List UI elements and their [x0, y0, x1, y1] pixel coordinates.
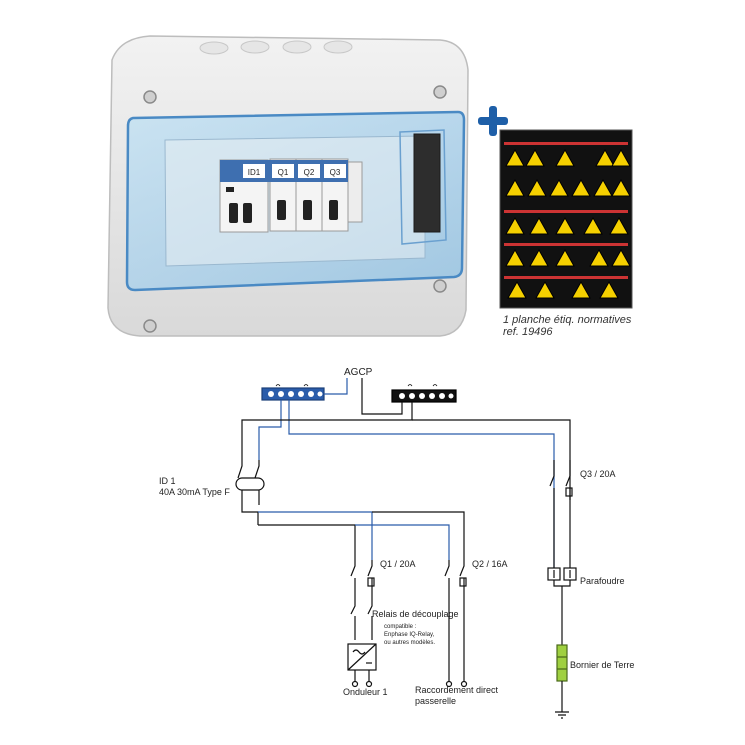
warning-triangle-icon: [507, 280, 527, 299]
q3-breaker: [549, 460, 573, 568]
plus-icon: [478, 106, 508, 136]
warning-triangle-icon: [595, 148, 615, 167]
sheet-header-bar: [504, 243, 628, 246]
sheet-header-bar: [504, 142, 628, 145]
breaker-modules: ID1 Q1 Q2 Q3: [219, 158, 363, 233]
warning-triangle-icon: [611, 178, 631, 197]
warning-triangle-icon: [505, 148, 525, 167]
warning-triangle-icon: [589, 248, 609, 267]
warning-triangle-icon: [529, 248, 549, 267]
q3-label: Q3 / 20A: [580, 469, 616, 479]
label-sheet-illustration: [478, 106, 633, 309]
sheet-header-bar: [504, 276, 628, 279]
breaker-label-q3: Q3: [330, 168, 341, 177]
compat-line-1: compatible :: [384, 624, 417, 630]
sheet-header-bar: [504, 210, 628, 213]
id1-switch: [235, 460, 265, 525]
warning-triangle-icon: [555, 148, 575, 167]
warning-triangle-icon: [555, 216, 575, 235]
warning-triangle-icon: [525, 148, 545, 167]
warning-triangle-icon: [555, 248, 575, 267]
raccordement-label-2: passerelle: [415, 696, 456, 706]
warning-triangle-icon: [583, 216, 603, 235]
bornier-label: Bornier de Terre: [570, 660, 634, 670]
warning-triangle-icon: [549, 178, 569, 197]
q2-label: Q2 / 16A: [472, 559, 508, 569]
screw-icons: [143, 85, 447, 333]
warning-triangle-icon: [529, 216, 549, 235]
warning-triangle-icon: [527, 178, 547, 197]
id1-rating-label: 40A 30mA Type F: [159, 487, 230, 497]
warning-triangle-icon: [505, 248, 525, 267]
earth-terminal: [556, 644, 568, 682]
breaker-label-q1: Q1: [278, 168, 289, 177]
relais-label: Relais de découplage: [372, 609, 459, 619]
q1-breaker: [350, 560, 375, 640]
caption-line-1: 1 planche étiq. normatives: [503, 314, 632, 326]
parafoudre-label: Parafoudre: [580, 576, 625, 586]
ground-icon: [555, 711, 569, 719]
door-latch: [413, 133, 441, 233]
agcp-label: AGCP: [344, 367, 373, 378]
breaker-label-id1: ID1: [248, 168, 261, 177]
raccordement-label-1: Raccordement direct: [415, 685, 499, 695]
warning-triangle-icon: [505, 178, 525, 197]
knockouts: [199, 40, 353, 55]
breaker-label-q2: Q2: [304, 168, 315, 177]
onduleur-label: Onduleur 1: [343, 687, 388, 697]
compat-line-3: ou autres modèles.: [384, 640, 435, 646]
caption-line-2: ref. 19496: [503, 326, 553, 338]
q1-label: Q1 / 20A: [380, 559, 416, 569]
id1-name-label: ID 1: [159, 476, 176, 486]
electrical-enclosure-illustration: ID1 Q1 Q2 Q3: [107, 35, 469, 337]
compat-line-2: Enphase IQ-Relay,: [384, 632, 435, 638]
warning-triangle-icon: [611, 148, 631, 167]
warning-triangle-icon: [611, 248, 631, 267]
warning-triangle-icon: [535, 280, 555, 299]
warning-triangle-icon: [571, 178, 591, 197]
surge-protector-icon: [547, 567, 577, 645]
warning-triangle-icon: [609, 216, 629, 235]
warning-triangle-icon: [505, 216, 525, 235]
warning-triangle-icon: [571, 280, 591, 299]
label-sheet-caption: 1 planche étiq. normatives ref. 19496: [503, 314, 703, 338]
inverter-icon: [347, 643, 377, 682]
q2-breaker: [444, 560, 467, 682]
warning-triangle-icon: [599, 280, 619, 299]
warning-triangle-icon: [593, 178, 613, 197]
